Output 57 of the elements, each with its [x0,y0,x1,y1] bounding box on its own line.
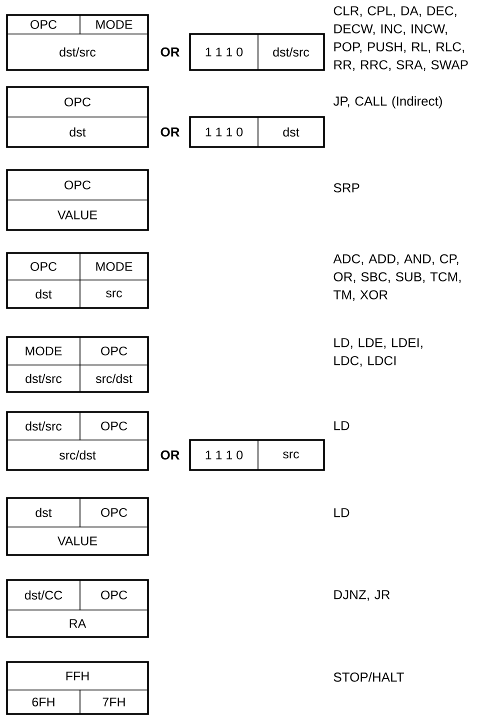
mnemonic-list: DJNZ, JR [334,590,390,601]
field-cell: dst [258,116,324,148]
field-cell: 1 1 1 0 [190,34,258,70]
field-cell: VALUE [6,526,148,556]
field-cell: OPC [6,86,148,118]
field-cell: OPC [6,252,80,280]
field-cell: dst/src [6,364,80,392]
instruction-frame [189,439,325,471]
field-cell: dst [6,280,80,308]
field-cell: 1 1 1 0 [190,116,258,148]
field-cell: FFH [6,662,148,690]
mnemonic-list: LD [334,508,350,518]
field-cell: dst/CC [6,580,80,610]
field-cell: 1 1 1 0 [190,440,258,470]
instruction-frame [189,33,325,71]
field-cell: OPC [80,580,148,610]
field-cell: dst/src [6,34,148,70]
mnemonic-list: LD [334,421,350,430]
field-cell: 7FH [80,690,148,714]
instruction-frame [6,336,149,393]
field-cell: src/dst [6,440,148,470]
instruction-frame [6,169,149,231]
field-cell: VALUE [6,200,148,230]
instruction-frame [6,411,149,471]
instruction-frame [6,252,149,309]
instruction-frame [189,116,325,148]
or-label: OR [160,47,180,57]
mnemonic-list: CLR, CPL, DA, DEC, DECW, INC, INCW, POP, PUSH, RL, RLC, RR, RRC, SRA, SWAP [334,6,468,71]
instruction-frame [6,497,149,556]
or-label: OR [160,127,180,137]
mnemonic-list: ADC, ADD, AND, CP, OR, SBC, SUB, TCM, TM, XOR [333,254,461,301]
field-cell: dst/src [258,34,324,70]
field-cell: dst/src [6,412,80,440]
field-cell: MODE [80,252,148,280]
instruction-frame [6,579,149,638]
instruction-frame [6,661,149,715]
field-cell: MODE [6,336,80,366]
field-cell: OPC [6,170,148,200]
field-cell: dst [6,116,148,148]
field-cell: OPC [6,14,80,34]
instruction-frame [6,14,149,71]
instruction-frame [6,86,149,148]
mnemonic-list: SRP [334,183,360,192]
field-cell: src [258,440,324,470]
or-label: OR [160,450,180,460]
field-cell: MODE [80,14,148,34]
field-cell: 6FH [6,690,80,714]
field-cell: OPC [80,412,148,440]
mnemonic-list: STOP/HALT [334,672,404,682]
field-cell: RA [6,610,148,638]
field-cell: src [80,280,148,308]
field-cell: OPC [80,498,148,528]
field-cell: OPC [80,336,148,366]
field-cell: src/dst [80,364,148,392]
field-cell: dst [6,498,80,528]
mnemonic-list: JP, CALL (Indirect) [333,96,442,108]
mnemonic-list: LD, LDE, LDEI, LDC, LDCI [334,338,422,367]
